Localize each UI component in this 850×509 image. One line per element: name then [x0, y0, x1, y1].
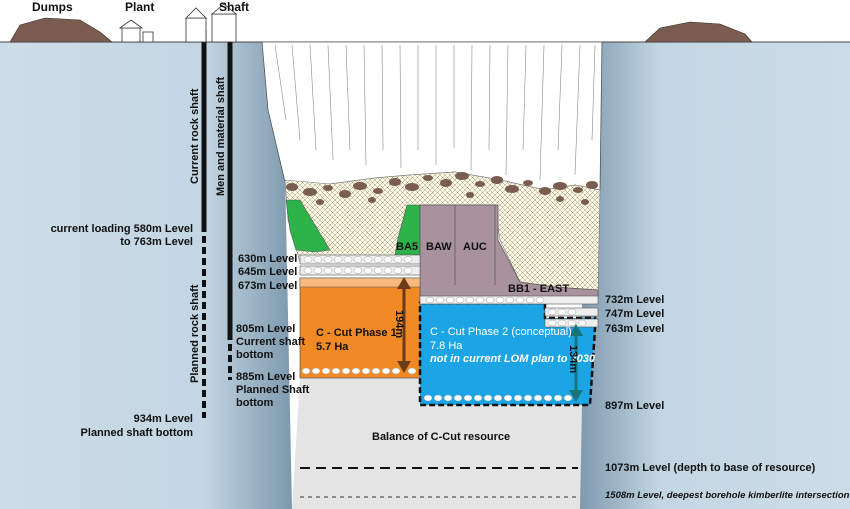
planned-rock-shaft-label: Planned rock shaft	[189, 284, 201, 383]
level-630-645-pillars	[303, 256, 413, 274]
phase-2-area: 7.8 Ha	[430, 340, 463, 352]
country-rock-right	[578, 42, 850, 509]
dumps-left	[9, 17, 113, 43]
planned-shaft-bottom-label: Planned shaft bottom	[81, 427, 194, 439]
plant-building-icon	[118, 19, 154, 43]
country-rock-left	[0, 42, 292, 509]
level-732-pillars	[425, 296, 587, 327]
plant-label: Plant	[125, 0, 154, 14]
shaft-headgear-icon	[185, 3, 238, 43]
dumps-label: Dumps	[32, 0, 73, 14]
pit-boulders	[286, 172, 598, 205]
phase-1-area: 5.7 Ha	[316, 341, 349, 353]
level-897-label: 897m Level	[605, 400, 664, 412]
level-1073-label: 1073m Level (depth to base of resource)	[605, 462, 816, 474]
planned-shaft-bottom-label-2: bottom	[236, 397, 273, 409]
phase-1-title: C - Cut Phase 1	[316, 327, 397, 339]
phase-1-top-step	[299, 277, 421, 288]
phase-2-height-arrow	[569, 324, 583, 402]
phase-2-note: not in current LOM plan to 2030	[430, 353, 596, 365]
dumps-right	[644, 21, 753, 43]
green-block-left	[285, 199, 331, 253]
phase-2-title: C - Cut Phase 2 (conceptual)	[430, 326, 572, 338]
current-shaft-bottom-label: bottom	[236, 349, 273, 361]
loading-level-label-2: to 763m Level	[120, 236, 193, 248]
resource-balance-area	[292, 378, 582, 509]
c-cut-phase-2-block	[420, 303, 595, 405]
ba5-label: BA5	[396, 241, 418, 253]
level-1508-label: 1508m Level, deepest borehole kimberlite…	[605, 490, 850, 501]
level-732-label: 732m Level	[605, 294, 664, 306]
level-805-label: 805m Level	[236, 323, 295, 335]
balance-resource-label: Balance of C-Cut resource	[372, 431, 510, 443]
current-shaft-label: Current shaft	[236, 336, 305, 348]
phase-1-bottom-drawpoints	[301, 367, 417, 375]
level-630-label: 630m Level	[238, 253, 297, 265]
level-763-label: 763m Level	[605, 323, 664, 335]
phase-1-height-label: 194m	[393, 310, 405, 338]
pit-wall-lines	[274, 44, 596, 181]
planned-shaft-label: Planned Shaft	[236, 384, 310, 396]
level-885-label: 885m Level	[236, 371, 295, 383]
level-747-label: 747m Level	[605, 308, 664, 320]
men-material-shaft-label: Men and material shaft	[215, 76, 227, 196]
bb1-east-label: BB1 - EAST	[508, 283, 569, 295]
current-rock-shaft-label: Current rock shaft	[189, 88, 201, 184]
baw-label: BAW	[426, 241, 452, 253]
open-pit	[261, 41, 603, 191]
level-645-label: 645m Level	[238, 266, 297, 278]
level-934-label: 934m Level	[134, 413, 193, 425]
phase-2-bottom-drawpoints	[423, 394, 573, 402]
phase-1-height-arrow	[397, 277, 411, 373]
level-673-label: 673m Level	[238, 280, 297, 292]
auc-label: AUC	[463, 241, 487, 253]
shaft-label: Shaft	[219, 0, 249, 14]
phase-2-height-label: 134m	[567, 345, 579, 373]
loading-level-label: current loading 580m Level	[51, 223, 193, 235]
